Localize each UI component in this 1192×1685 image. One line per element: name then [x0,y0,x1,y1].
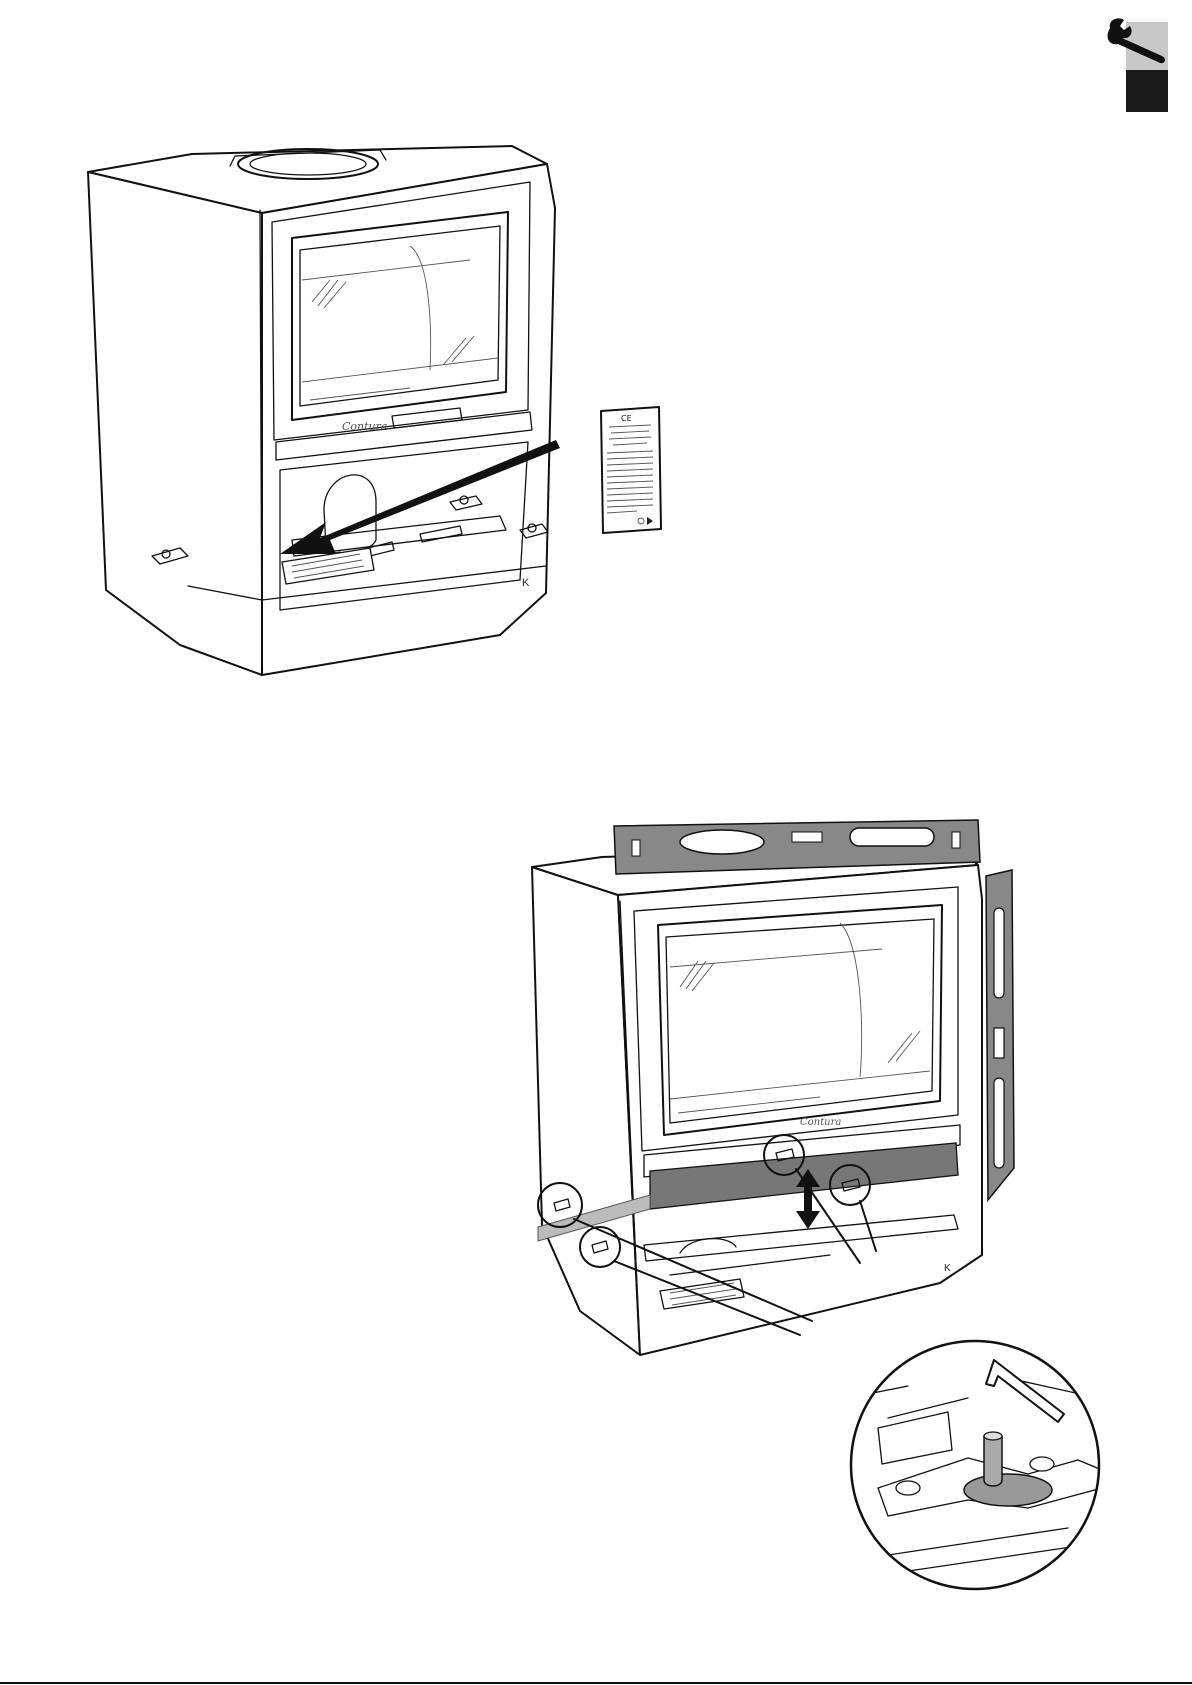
page-bottom-rule [0,1682,1192,1684]
stove-figure-top: Contura K [80,130,680,690]
corner-mark-top: K [522,577,530,589]
rating-plate: CE [597,405,663,535]
stove-figure-bottom: Contura K [530,815,1010,1375]
hex-key-icon [982,1352,1072,1428]
corner-mark-bottom: K [944,1263,951,1274]
brand-logo-bottom: Contura [800,1117,841,1128]
spirit-level-icon [612,818,982,880]
ce-mark-icon: CE [621,414,632,423]
spirit-level-vertical-icon [978,868,1018,1204]
wrench-icon [1104,16,1174,66]
